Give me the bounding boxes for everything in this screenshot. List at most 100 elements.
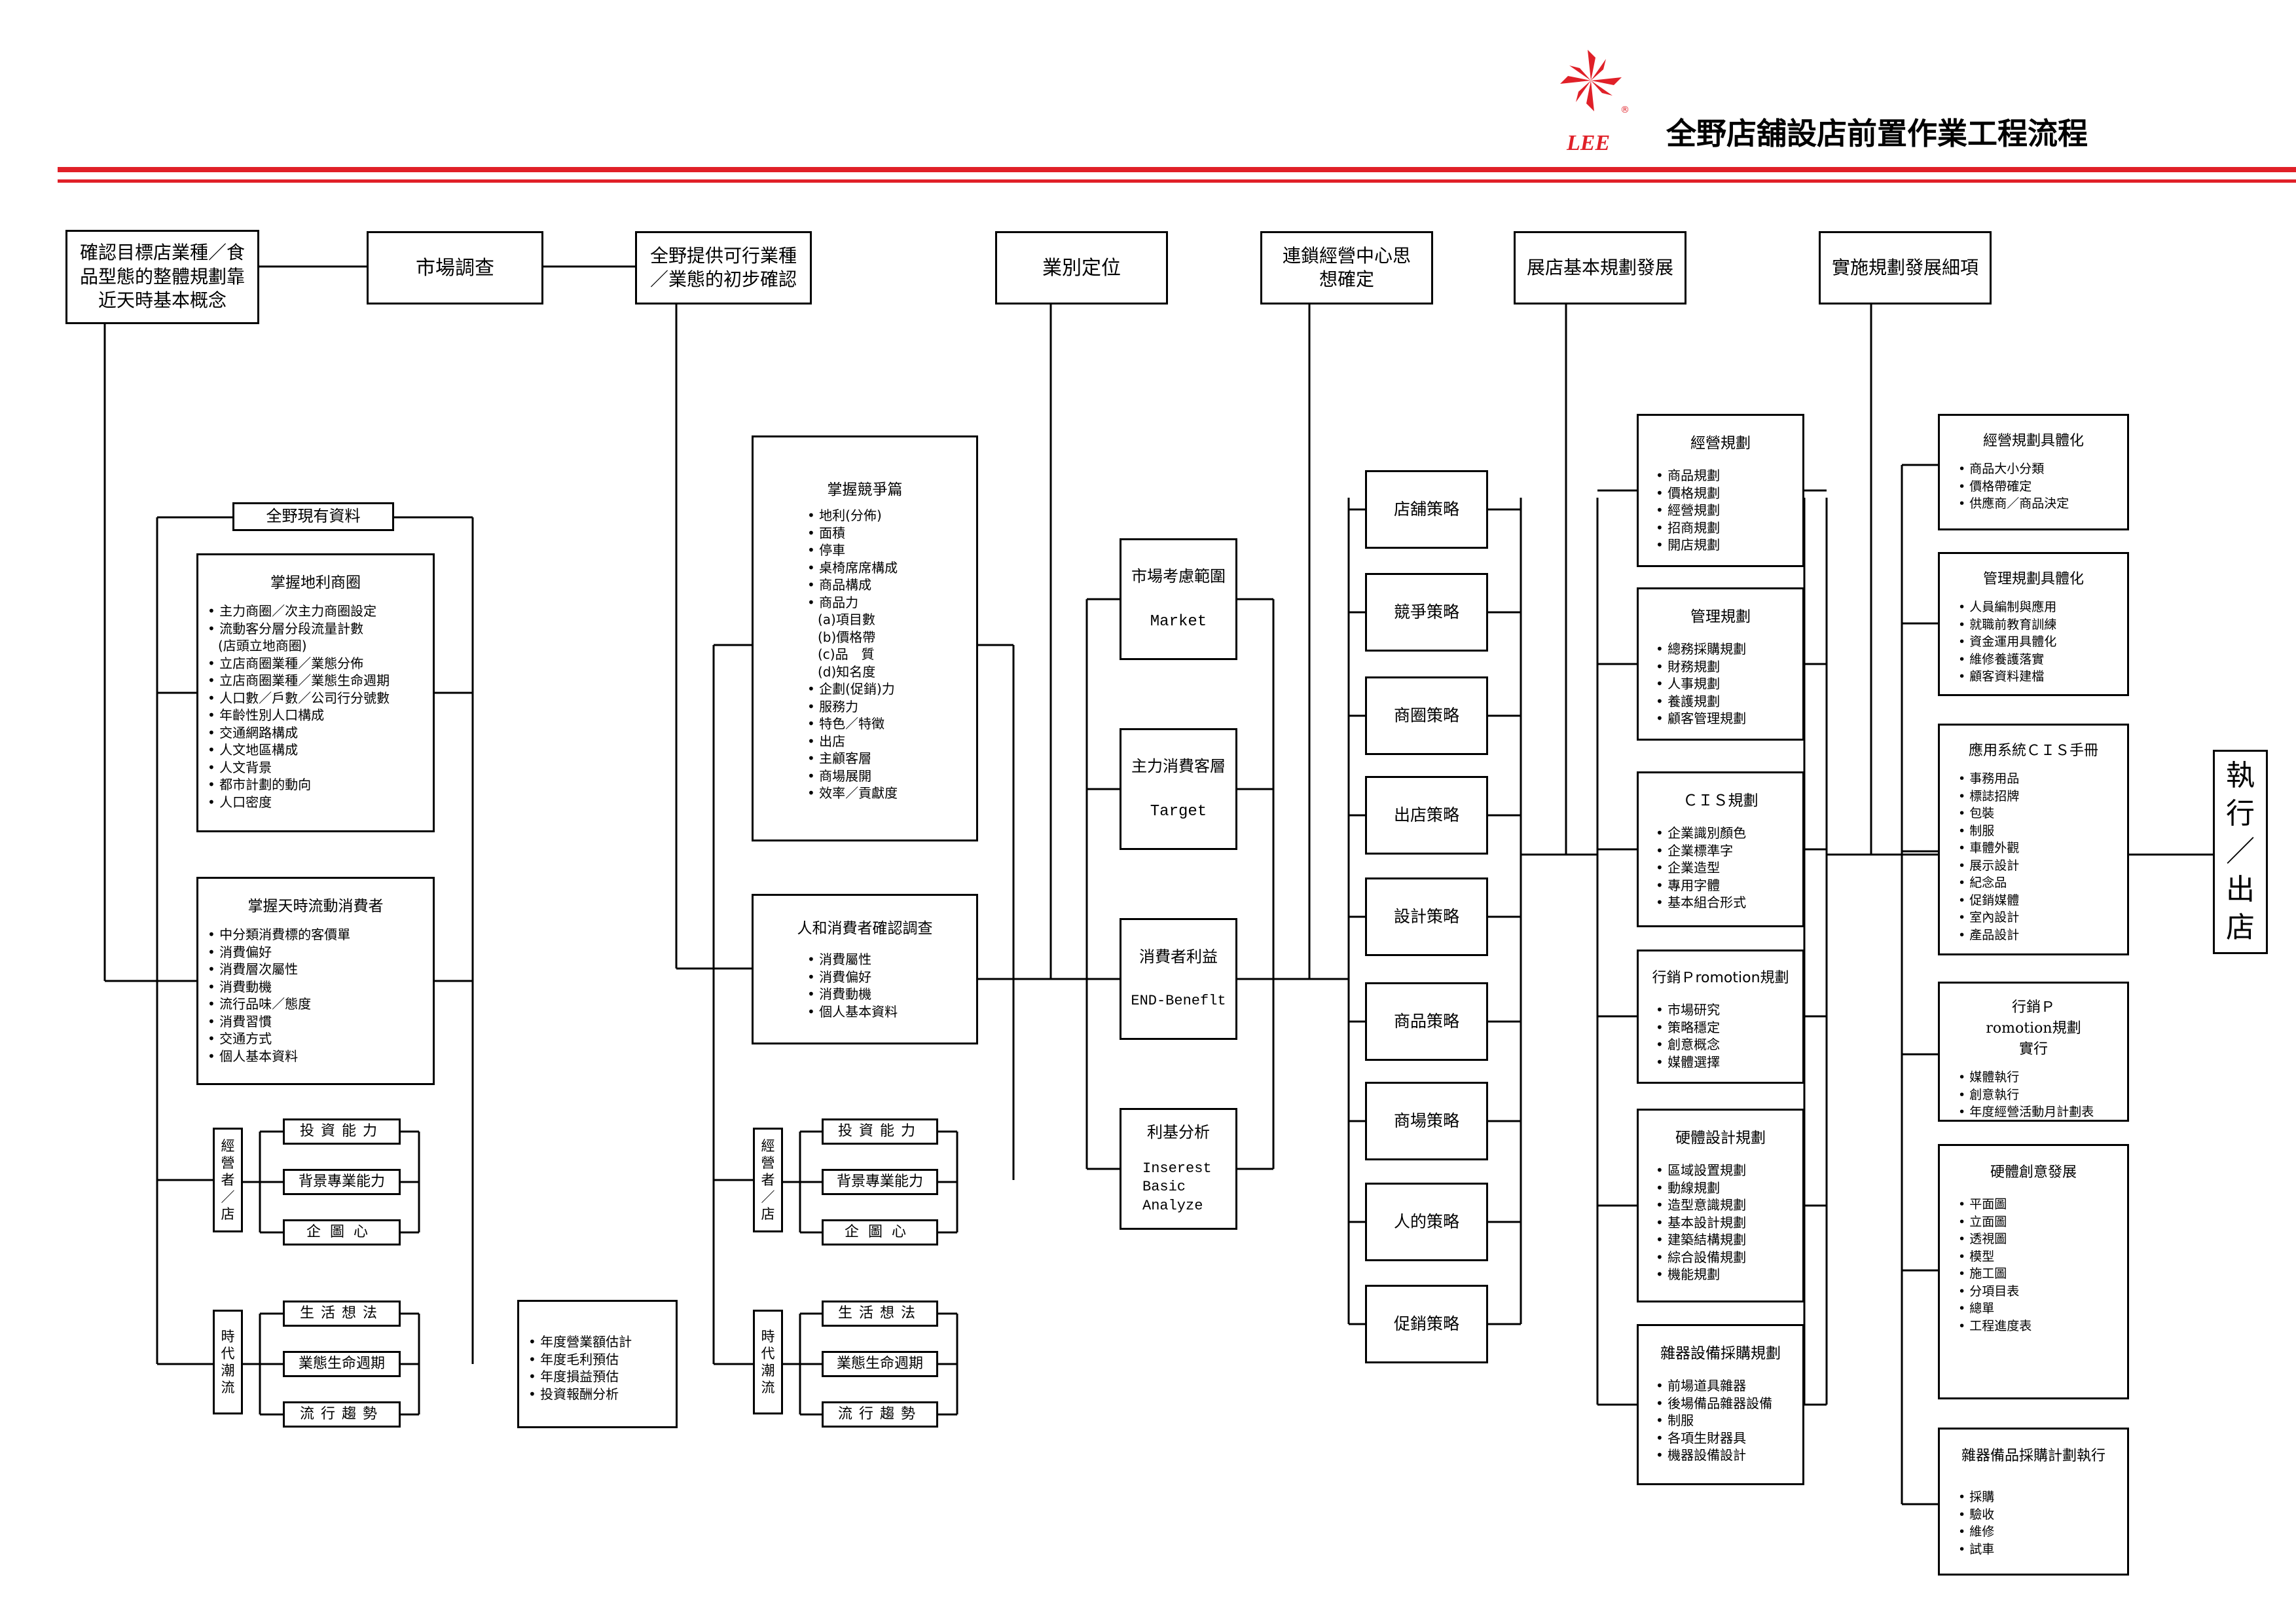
strategy-box: 促銷策略 (1365, 1285, 1488, 1363)
finance-box: 年度營業額估計年度毛利預估年度損益預估投資報酬分析 (517, 1300, 678, 1428)
list-item: 招商規劃 (1656, 519, 1793, 537)
list-item: (c)品 質 (818, 646, 875, 662)
list-item: 年度損益預估 (528, 1368, 666, 1386)
strategy-label: 促銷策略 (1393, 1314, 1459, 1333)
operator-item-1: 投資能力 (283, 1118, 401, 1145)
list-item: 人文背景 (208, 759, 424, 777)
operator-label-text: 經營者／店 (221, 1138, 235, 1222)
operator-item-2: 背景專業能力 (283, 1169, 401, 1195)
list-item: 養護規劃 (1656, 693, 1793, 710)
positioning-benefit: 消費者利益 END-Beneflt (1120, 918, 1237, 1040)
list-item: 試車 (1958, 1541, 2118, 1559)
detail-list: 平面圖立面圖透視圖模型施工圖分項目表總單工程進度表 (1949, 1196, 2118, 1335)
registered-mark: ® (1620, 105, 1630, 115)
list-item: 服務力 (807, 698, 967, 716)
list-item: 採購 (1958, 1488, 2118, 1506)
detail-box-operation: 經營規劃具體化 商品大小分類價格帶確定供應商／商品決定 (1938, 414, 2129, 530)
detail-list: 人員編制與應用就職前教育訓練資金運用具體化維修養護落實顧客資料建檔 (1949, 599, 2118, 686)
list-item: 總務採購規劃 (1656, 640, 1793, 658)
trend-label-text: 時代潮流 (761, 1329, 775, 1395)
strategy-box: 商圈策略 (1365, 676, 1488, 755)
list-item: 企業標準字 (1656, 842, 1793, 860)
trend-item-1: 生活想法 (283, 1301, 401, 1327)
operator-label-text: 經營者／店 (761, 1138, 775, 1222)
list-item: 年度營業額估計 (528, 1333, 666, 1351)
list-item: 年度毛利預估 (528, 1351, 666, 1369)
plan-box-management: 管理規劃 總務採購規劃財務規劃人事規劃養護規劃顧客管理規劃 (1637, 587, 1804, 741)
list-item: 商品力 (807, 594, 967, 612)
list-item: 基本設計規劃 (1656, 1214, 1793, 1232)
plan-box-hardware: 硬體設計規劃 區域設置規劃動線規劃造型意識規劃基本設計規劃建築結構規劃綜合設備規… (1637, 1109, 1804, 1302)
detail-list: 事務用品標誌招牌包裝制服車體外觀展示設計紀念品促銷媒體室內設計產品設計 (1949, 770, 2118, 944)
list-item: 制服 (1656, 1412, 1793, 1430)
logo-text: LEE (1567, 131, 1611, 155)
trend-item-2: 業態生命週期 (822, 1351, 938, 1377)
list-item: 媒體選擇 (1656, 1054, 1793, 1071)
list-item: 面積 (807, 525, 967, 542)
list-item: 室內設計 (1958, 909, 2118, 927)
plan-list: 前場道具雜器後場備品雜器設備制服各項生財器具機器設備設計 (1648, 1377, 1793, 1464)
detail-box-hardware: 硬體創意發展 平面圖立面圖透視圖模型施工圖分項目表總單工程進度表 (1938, 1144, 2129, 1399)
geo-commerce-title: 掌握地利商圈 (270, 574, 361, 591)
list-item: 區域設置規劃 (1656, 1162, 1793, 1179)
plan-box-operation: 經營規劃 商品規劃價格規劃經營規劃招商規劃開店規劃 (1637, 414, 1804, 567)
trend-item-1: 生活想法 (822, 1301, 938, 1327)
list-item: 中分類消費標的客價單 (208, 926, 424, 944)
top-box-chain-philosophy: 連鎖經營中心思想確定 (1260, 231, 1433, 304)
list-item: 模型 (1958, 1248, 2118, 1266)
list-item: 消費層次屬性 (208, 961, 424, 978)
list-item: 企劃(促銷)力 (807, 680, 967, 698)
trend-label-2: 時代潮流 (753, 1310, 783, 1414)
strategy-label: 人的策略 (1393, 1211, 1459, 1231)
list-item: 企業識別顏色 (1656, 824, 1793, 842)
list-item: (店頭立地商圈) (218, 638, 307, 654)
list-item: 消費屬性 (807, 951, 967, 969)
list-item: 專用字體 (1656, 877, 1793, 895)
plan-box-equipment: 雜器設備採購規劃 前場道具雜器後場備品雜器設備制服各項生財器具機器設備設計 (1637, 1324, 1804, 1485)
list-item: 總單 (1958, 1300, 2118, 1318)
list-item: 車體外觀 (1958, 840, 2118, 857)
plan-list: 企業識別顏色企業標準字企業造型專用字體基本組合形式 (1648, 824, 1793, 912)
strategy-label: 店舖策略 (1393, 499, 1459, 519)
list-item: 平面圖 (1958, 1196, 2118, 1213)
list-item: (a)項目數 (818, 612, 875, 627)
list-item: 個人基本資料 (208, 1048, 424, 1065)
plan-list: 市場研究策略穩定創意概念媒體選擇 (1648, 1001, 1793, 1071)
list-item: 停車 (807, 542, 967, 559)
competition-title: 掌握競爭篇 (827, 481, 903, 498)
people-confirm-title: 人和消費者確認調查 (797, 920, 933, 937)
list-item: 人口密度 (208, 794, 424, 811)
list-item: 促銷媒體 (1958, 892, 2118, 910)
strategy-label: 商品策略 (1393, 1011, 1459, 1031)
list-item: 紀念品 (1958, 874, 2118, 892)
operator-item-3: 企圖心 (822, 1219, 938, 1246)
header-rule-thick (58, 167, 2296, 172)
list-item: 特色／特徵 (807, 715, 967, 733)
list-item: 人口數／戶數／公司行分號數 (208, 690, 424, 707)
plan-list: 商品規劃價格規劃經營規劃招商規劃開店規劃 (1648, 467, 1793, 554)
list-item: 價格帶確定 (1958, 478, 2118, 496)
list-item: 投資報酬分析 (528, 1386, 666, 1403)
operator-label-1: 經營者／店 (213, 1128, 243, 1232)
trend-item-3: 流行趨勢 (283, 1401, 401, 1428)
list-item: 顧客管理規劃 (1656, 710, 1793, 728)
list-item: 標誌招牌 (1958, 788, 2118, 805)
top-box-positioning: 業別定位 (995, 231, 1168, 304)
positioning-niche: 利基分析 Inserest Basic Analyze (1120, 1108, 1237, 1230)
list-item: (b)價格帶 (818, 629, 876, 645)
plan-list: 總務採購規劃財務規劃人事規劃養護規劃顧客管理規劃 (1648, 640, 1793, 728)
list-item: 包裝 (1958, 805, 2118, 822)
detail-list: 媒體執行創意執行年度經營活動月計劃表 (1949, 1069, 2118, 1121)
strategy-label: 商圈策略 (1393, 705, 1459, 725)
strategy-box: 商品策略 (1365, 982, 1488, 1061)
execute-open-store-box: 執行／出店 (2213, 750, 2268, 954)
list-item: 事務用品 (1958, 770, 2118, 788)
list-item: 消費動機 (807, 986, 967, 1003)
list-item: 人事規劃 (1656, 675, 1793, 693)
list-item: 主力商圈／次主力商圈設定 (208, 602, 424, 620)
list-item: 年度經營活動月計劃表 (1958, 1103, 2118, 1121)
strategy-box: 人的策略 (1365, 1183, 1488, 1261)
list-item: 消費偏好 (807, 969, 967, 986)
